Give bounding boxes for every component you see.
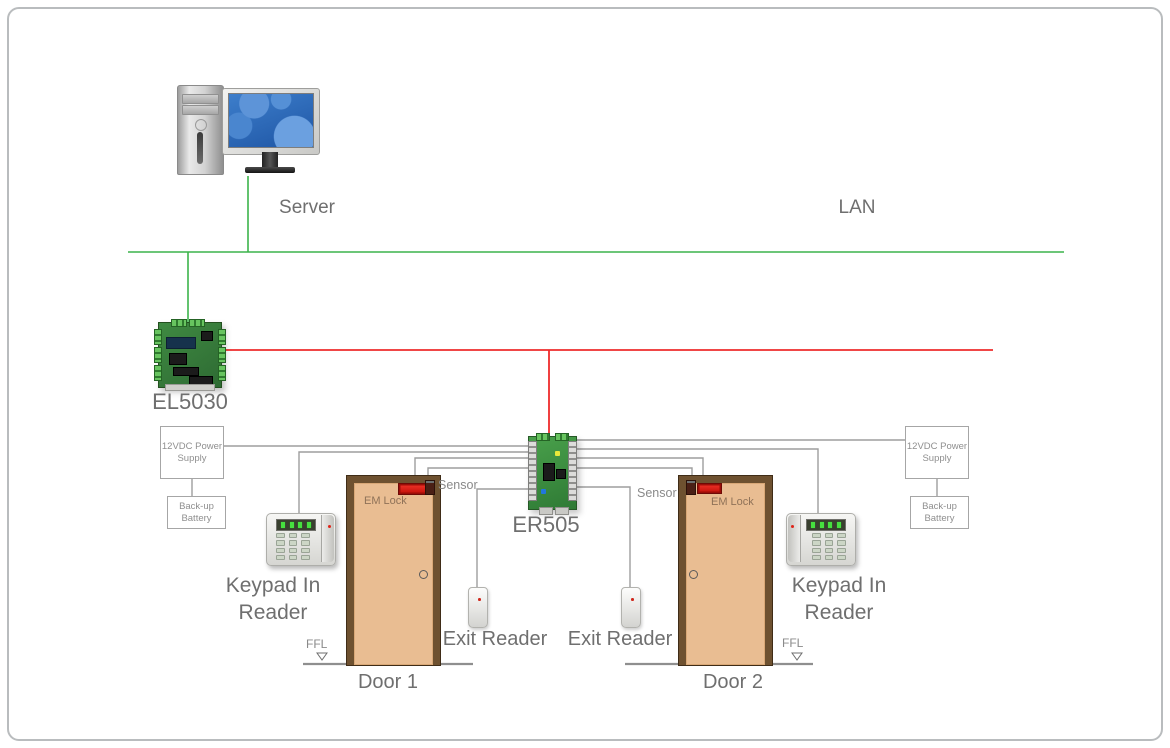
wire-exitreader1-to-er505 — [476, 488, 528, 588]
sensor-1-label: Sensor — [438, 478, 478, 492]
el5030-label: EL5030 — [152, 389, 228, 414]
terminal-block-icon — [218, 365, 226, 381]
er505-label: ER505 — [512, 512, 580, 537]
wire-keypad1-to-er505 — [298, 451, 528, 513]
chip-icon — [543, 463, 555, 481]
ffl-marker-left-icon — [316, 652, 328, 661]
wire-sensor2-to-er505 — [575, 467, 693, 481]
drive-bay-icon — [182, 105, 219, 115]
ffl-right-label: FFL — [782, 636, 804, 650]
led-display-icon — [806, 519, 846, 531]
status-led-icon — [791, 525, 794, 528]
keypad-buttons-icon — [276, 533, 310, 560]
backup-battery-left-box: Back-up Battery — [167, 496, 226, 529]
door-sensor-2-icon — [686, 480, 696, 495]
port-icon — [539, 507, 553, 515]
sensor-2-label: Sensor — [637, 486, 677, 500]
led-icon — [555, 451, 560, 456]
em-lock-1-label: EM Lock — [364, 495, 407, 507]
connector-strip-icon — [528, 441, 537, 501]
status-led-icon — [478, 598, 481, 601]
keypad-in-reader-2 — [786, 513, 856, 566]
drive-bay-icon — [182, 94, 219, 104]
keypad-in-reader-1 — [266, 513, 336, 566]
em-lock-2-label: EM Lock — [711, 496, 754, 508]
monitor-base — [245, 167, 295, 173]
door-1 — [346, 475, 441, 666]
led-display-icon — [276, 519, 316, 531]
power-button-icon — [195, 119, 207, 131]
exit-reader-2 — [621, 587, 641, 628]
ffl-marker-right-icon — [791, 652, 803, 661]
door-knob-2-icon — [689, 570, 698, 579]
door-1-label: Door 1 — [357, 671, 419, 693]
status-led-icon — [328, 525, 331, 528]
exit-reader-1-label: Exit Reader — [442, 628, 548, 650]
keypad-reader-1-label-line1: Keypad In — [225, 574, 321, 597]
terminal-block-icon — [154, 347, 162, 363]
terminal-block-icon — [536, 433, 550, 441]
led-icon — [541, 489, 546, 494]
door-2-label: Door 2 — [702, 671, 764, 693]
wire-emlock2-to-er505 — [575, 457, 704, 484]
server-monitor — [222, 88, 320, 155]
terminal-block-icon — [154, 329, 162, 345]
connector-strip-icon — [568, 441, 577, 501]
chip-icon — [169, 353, 187, 365]
el5030-board — [154, 319, 226, 391]
ffl-left-label: FFL — [306, 637, 328, 651]
keypad-buttons-icon — [812, 533, 846, 560]
board-display-icon — [166, 337, 196, 349]
lan-label: LAN — [838, 197, 876, 218]
server-label: Server — [279, 197, 335, 218]
chip-icon — [201, 331, 213, 341]
door-knob-1-icon — [419, 570, 428, 579]
keypad-reader-2-label-line1: Keypad In — [791, 574, 887, 597]
card-slot-icon — [321, 515, 334, 562]
monitor-stand — [262, 152, 278, 168]
em-lock-2-icon — [697, 483, 722, 494]
terminal-block-icon — [218, 329, 226, 345]
keypad-reader-2-label-line2: Reader — [804, 601, 874, 624]
terminal-block-icon — [171, 319, 187, 327]
power-supply-left-box: 12VDC Power Supply — [160, 426, 224, 479]
em-lock-1-icon — [398, 483, 428, 495]
wire-emlock1-to-er505 — [414, 457, 528, 484]
keypad-reader-2-label: Keypad In Reader — [769, 572, 909, 626]
terminal-block-icon — [189, 319, 205, 327]
power-supply-right-box: 12VDC Power Supply — [905, 426, 969, 479]
terminal-block-icon — [154, 365, 162, 381]
terminal-block-icon — [555, 433, 569, 441]
terminal-block-icon — [218, 347, 226, 363]
keypad-reader-1-label-line2: Reader — [238, 601, 308, 624]
monitor-screen — [228, 93, 314, 148]
keypad-reader-1-label: Keypad In Reader — [203, 572, 343, 626]
exit-reader-1 — [468, 587, 488, 628]
chip-icon — [556, 469, 566, 479]
tower-vent-icon — [197, 132, 203, 164]
exit-reader-2-label: Exit Reader — [567, 628, 673, 650]
backup-battery-right-box: Back-up Battery — [910, 496, 969, 529]
wire-keypad2-to-er505 — [575, 448, 819, 513]
diagram-border — [7, 7, 1163, 741]
card-slot-icon — [788, 515, 801, 562]
er505-board — [528, 433, 577, 515]
door-sensor-1-icon — [425, 480, 435, 495]
wire-exitreader2-to-er505 — [575, 486, 631, 588]
chip-icon — [173, 367, 199, 376]
server-tower — [177, 85, 224, 175]
status-led-icon — [631, 598, 634, 601]
port-icon — [555, 507, 569, 515]
edge-connector-icon — [165, 384, 215, 391]
